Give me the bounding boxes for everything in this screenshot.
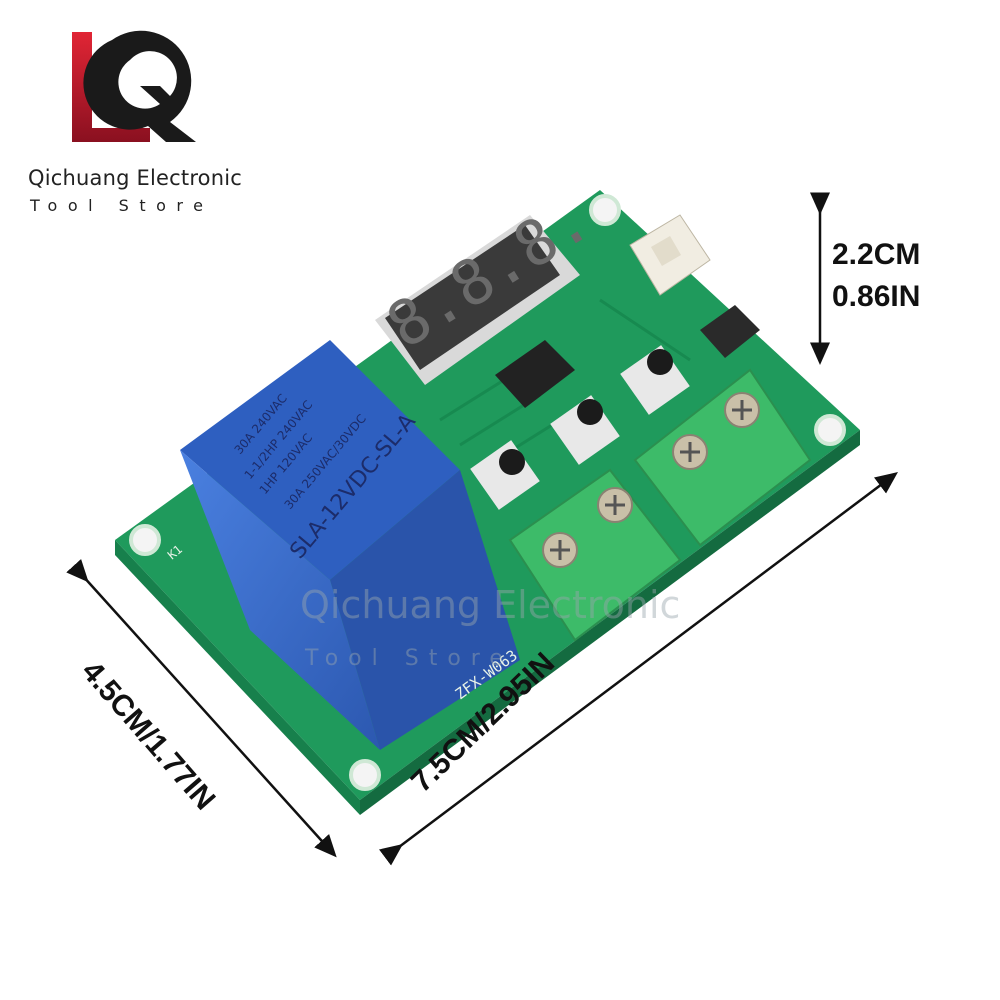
mount-hole [349,759,381,791]
push-button-2 [550,395,620,465]
width-arrow [378,471,898,866]
watermark-name: Qichuang Electronic [300,583,680,627]
mount-hole [814,414,846,446]
regulator [700,305,760,358]
watermark-subtitle: Tool Store [304,646,513,671]
brand-name: Qichuang Electronic [28,166,243,190]
push-button-3 [620,345,690,415]
dimension-height-cm: 2.2CM [832,238,921,271]
brand-subtitle: Tool Store [30,196,214,215]
depth-arrow [66,559,337,858]
dimension-height-in: 0.86IN [832,280,921,313]
ic-chip [495,340,575,408]
mount-hole [129,524,161,556]
mount-hole [589,194,621,226]
jst-connector [629,214,711,296]
brand-logo [72,30,196,143]
